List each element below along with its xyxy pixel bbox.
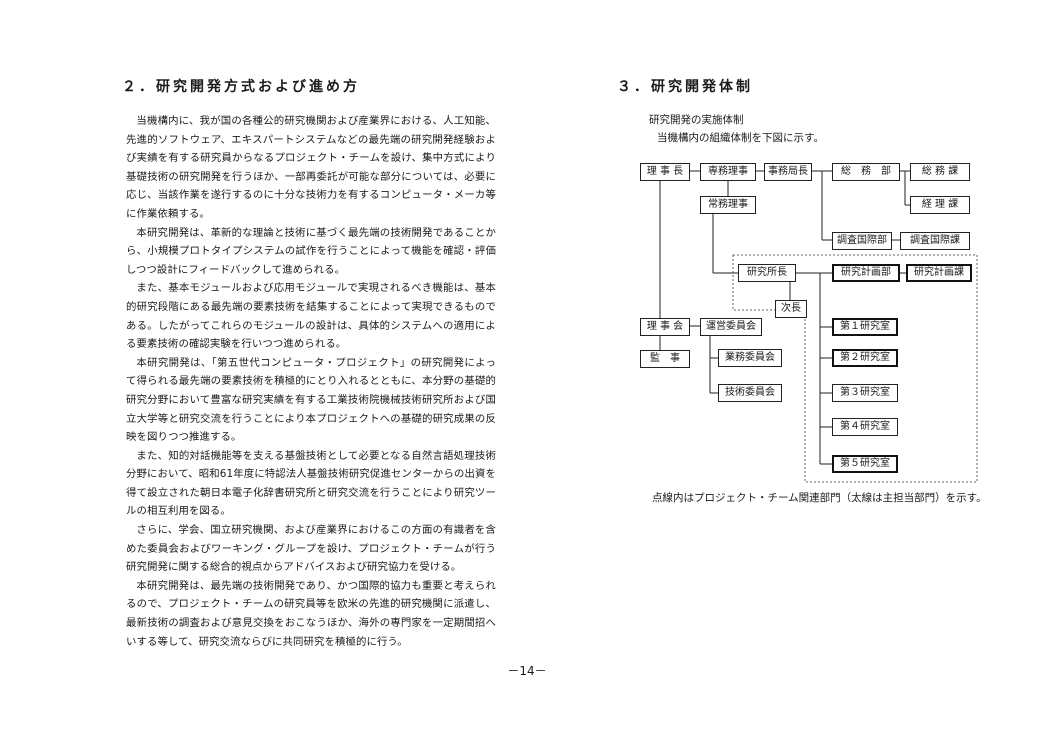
box-jicho: 次長: [775, 300, 807, 318]
box-somuka: 総 務 課: [910, 163, 970, 181]
org-chart: 理 事 長 専務理事 事務局長 総 務 部 総 務 課 経 理 課 常務理事 調…: [630, 150, 990, 495]
paragraph: さらに、学会、国立研究機関、および産業界におけるこの方面の有識者を含めた委員会お…: [126, 524, 496, 574]
box-kenkyushocho: 研究所長: [738, 264, 796, 282]
box-jokin-riji: 常務理事: [700, 196, 756, 214]
paragraph: また、知的対話機能等を支える基盤技術として必要となる自然言語処理技術分野において…: [126, 449, 496, 518]
box-kenkyu-keikakuka: 研究計画課: [906, 264, 972, 282]
org-chart-lines: [659, 170, 978, 483]
box-kenkyu-keikakubu: 研究計画部: [832, 264, 900, 282]
box-jimukyokucho: 事務局長: [764, 163, 812, 181]
box-lab-4: 第４研究室: [832, 418, 898, 436]
section-2-body: 当機構内に、我が国の各種公的研究機関および産業界における、人工知能、先進的ソフト…: [126, 112, 496, 651]
org-subheading: 研究開発の実施体制: [649, 114, 744, 126]
box-gyomu-iinkai: 業務委員会: [718, 349, 782, 367]
box-lab-5: 第５研究室: [832, 455, 898, 473]
page-number: －14－: [507, 664, 547, 678]
org-description: 当機構内の組織体制を下図に示す。: [657, 132, 824, 144]
paragraph: 本研究開発は、革新的な理論と技術に基づく最先端の技術開発であることから、小規模プ…: [126, 226, 496, 276]
section-2-heading: ２．研究開発方式および進め方: [122, 79, 360, 95]
section-3-heading: ３．研究開発体制: [617, 79, 753, 95]
box-lab-1: 第１研究室: [832, 318, 898, 336]
box-chosa-kokusaika: 調査国際課: [900, 232, 970, 250]
box-lab-2: 第２研究室: [832, 349, 898, 367]
paragraph: 当機構内に、我が国の各種公的研究機関および産業界における、人工知能、先進的ソフト…: [126, 115, 496, 220]
box-lab-3: 第３研究室: [832, 384, 898, 402]
box-chosa-kokusaibu: 調査国際部: [832, 232, 892, 250]
box-rijikai: 理 事 会: [640, 318, 690, 336]
box-gijutsu-iinkai: 技術委員会: [718, 384, 782, 402]
box-rijicho: 理 事 長: [640, 163, 690, 181]
box-keirika: 経 理 課: [910, 196, 970, 214]
box-kanji: 監 事: [640, 350, 690, 368]
box-somubu: 総 務 部: [832, 163, 900, 181]
paragraph: また、基本モジュールおよび応用モジュールで実現されるべき機能は、基本的研究段階に…: [126, 282, 496, 351]
box-senmu-riji: 専務理事: [700, 163, 756, 181]
paragraph: 本研究開発は、「第五世代コンピュータ・プロジェクト」の研究開発によって得られる最…: [126, 356, 496, 444]
box-unei-iinkai: 運営委員会: [700, 318, 762, 336]
paragraph: 本研究開発は、最先端の技術開発であり、かつ国際的協力も重要と考えられるので、プロ…: [126, 579, 496, 648]
org-chart-caption: 点線内はプロジェクト・チーム関連部門（太線は主担当部門）を示す。: [652, 492, 987, 504]
